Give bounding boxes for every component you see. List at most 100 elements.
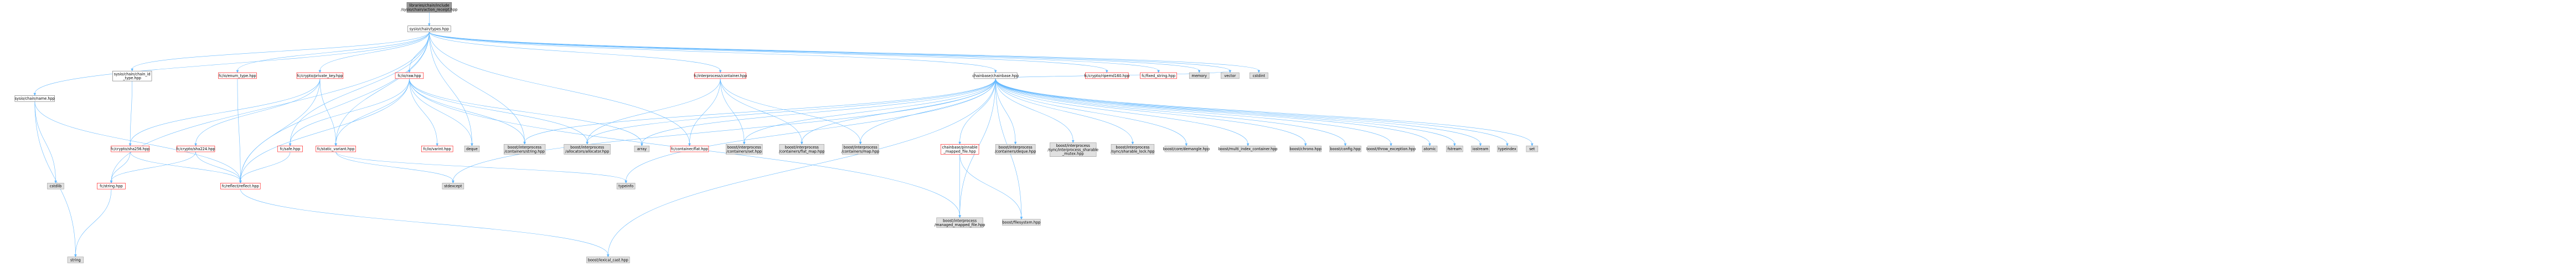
edge-sha224-to-string_h: [111, 151, 196, 181]
edge-arrowhead: [318, 70, 322, 73]
edge-chainbase-to-pinnable: [959, 78, 996, 142]
edge-arrowhead: [1185, 143, 1188, 146]
node-box: [112, 70, 152, 81]
node-box: [67, 257, 84, 263]
node-label: chainbase/pinnable: [942, 145, 978, 150]
edge-chainbase-to-sharable_lock: [995, 78, 1133, 142]
node-types[interactable]: sysio/chain/types.hpp: [407, 25, 451, 32]
edge-arrowhead: [471, 143, 473, 146]
node-demangle: boost/core/demangle.hpp: [1163, 145, 1210, 152]
edge-arrowhead: [1479, 143, 1482, 146]
edge-chainbase-to-array: [642, 78, 996, 144]
node-box: [406, 2, 452, 13]
edge-types-to-enum_type: [237, 32, 430, 71]
node-label: fstream: [1448, 147, 1462, 151]
edge-types-to-memory: [429, 32, 1200, 71]
node-static_variant[interactable]: fc/static_variant.hpp: [316, 145, 356, 152]
edge-chainbase-to-fstream: [995, 78, 1455, 144]
node-label: fc/crypto/sha224.hpp: [176, 147, 215, 151]
edge-container-to-ip_flat_map: [720, 78, 802, 142]
node-chain_id[interactable]: sysio/chain/chain_id_type.hpp: [112, 70, 152, 81]
edge-arrowhead: [1157, 70, 1160, 73]
edge-safe-to-reflect: [240, 151, 291, 181]
node-box: [407, 25, 451, 32]
edge-types-to-deque: [429, 32, 472, 144]
node-label: boost/chrono.hpp: [1289, 147, 1321, 151]
edge-chainbase-to-ip_set: [744, 78, 996, 142]
node-box: [1471, 145, 1490, 152]
node-reflect[interactable]: fc/reflect/reflect.hpp: [220, 183, 261, 190]
node-box: [1220, 145, 1276, 152]
node-name[interactable]: sysio/chain/name.hpp: [14, 95, 55, 102]
node-ip_deque: boost/interprocess/containers/deque.hpp: [995, 144, 1036, 155]
node-box: [47, 183, 64, 190]
edge-chainbase-to-stdexcept: [453, 78, 996, 181]
node-label: boost/interprocess: [943, 219, 977, 223]
node-box: [616, 183, 636, 190]
node-config: boost/config.hpp: [1329, 145, 1361, 152]
node-box: [316, 145, 356, 152]
edge-chainbase-to-ip_allocator: [587, 78, 996, 142]
node-container[interactable]: fc/interprocess/container.hpp: [694, 72, 747, 79]
node-typeinfo: typeinfo: [616, 183, 636, 190]
node-box: [220, 183, 261, 190]
edge-sha256-to-string_h: [111, 151, 131, 181]
node-label: /managed_mapped_file.hpp: [935, 223, 985, 227]
node-label: fc/crypto/sha256.hpp: [111, 147, 149, 151]
node-label: sysio/chain/chain_id: [114, 72, 151, 76]
edge-arrowhead: [74, 254, 77, 258]
node-box: [395, 72, 424, 79]
node-box: [1497, 145, 1517, 152]
node-label: typeindex: [1498, 147, 1516, 151]
edge-raw-to-ip_string: [409, 78, 525, 142]
node-stdexcept: stdexcept: [442, 183, 464, 190]
node-chainbase[interactable]: chainbase/chainbase.hpp: [972, 72, 1019, 79]
node-label: boost/interprocess: [508, 145, 542, 150]
edge-arrowhead: [1106, 70, 1108, 73]
node-root[interactable]: libraries/chain/include/sysio/chain/acti…: [401, 2, 457, 13]
node-sha256[interactable]: fc/crypto/sha256.hpp: [111, 145, 149, 152]
node-label: boost/interprocess: [727, 145, 762, 150]
node-enum_type[interactable]: fc/io/enum_type.hpp: [218, 72, 257, 79]
edge-chain_id-to-sha256: [130, 81, 132, 144]
node-iostream: iostream: [1471, 145, 1490, 152]
node-set: set: [1526, 145, 1539, 152]
node-ip_map: boost/interprocess/containers/map.hpp: [842, 144, 879, 155]
edge-arrowhead: [288, 143, 292, 146]
node-fstream: fstream: [1446, 145, 1463, 152]
node-label: chainbase/chainbase.hpp: [972, 74, 1019, 78]
node-label: boost/multi_index_container.hpp: [1219, 147, 1278, 151]
edge-raw-to-array: [409, 78, 642, 144]
edge-arrowhead: [607, 254, 610, 258]
edge-chainbase-to-ip_string: [524, 78, 996, 142]
node-lexical_cast: boost/lexical_cast.hpp: [586, 257, 630, 263]
edge-arrowhead: [33, 93, 37, 96]
edge-chainbase-to-typeinfo: [626, 78, 996, 181]
node-ripemd[interactable]: fc/crypto/ripemd160.hpp: [1084, 72, 1129, 79]
node-label: boost/config.hpp: [1330, 147, 1360, 151]
node-label: _type.hpp: [122, 76, 141, 80]
node-varint[interactable]: fc/io/varint.hpp: [421, 145, 453, 152]
node-multi_index: boost/multi_index_container.hpp: [1219, 145, 1278, 152]
node-box: [1164, 145, 1209, 152]
edge-private_key-to-reflect: [240, 78, 321, 181]
node-pinnable[interactable]: chainbase/pinnable_mapped_file.hpp: [940, 144, 979, 155]
node-label: fc/string.hpp: [100, 184, 123, 188]
edge-arrowhead: [994, 70, 997, 73]
edge-arrowhead: [1390, 143, 1392, 146]
node-sha224[interactable]: fc/crypto/sha224.hpp: [176, 145, 215, 152]
node-box: [1367, 145, 1415, 152]
node-fixed_string[interactable]: fc/fixed_string.hpp: [1140, 72, 1177, 79]
node-safe[interactable]: fc/safe.hpp: [277, 145, 303, 152]
node-fc_flat[interactable]: fc/container/flat.hpp: [670, 145, 709, 152]
node-label: stdexcept: [444, 184, 462, 188]
node-string_h[interactable]: fc/string.hpp: [97, 183, 126, 190]
node-box: [1189, 72, 1210, 79]
edge-arrowhead: [131, 68, 133, 71]
node-private_key[interactable]: fc/crypto/private_key.hpp: [296, 72, 344, 79]
edge-arrowhead: [742, 141, 746, 145]
node-label: boost/throw_exception.hpp: [1366, 147, 1416, 151]
node-label: /sysio/chain/action_receipt.hpp: [401, 7, 457, 12]
node-raw[interactable]: fc/io/raw.hpp: [395, 72, 424, 79]
node-label: /sync/interprocess_sharable: [1047, 147, 1098, 152]
